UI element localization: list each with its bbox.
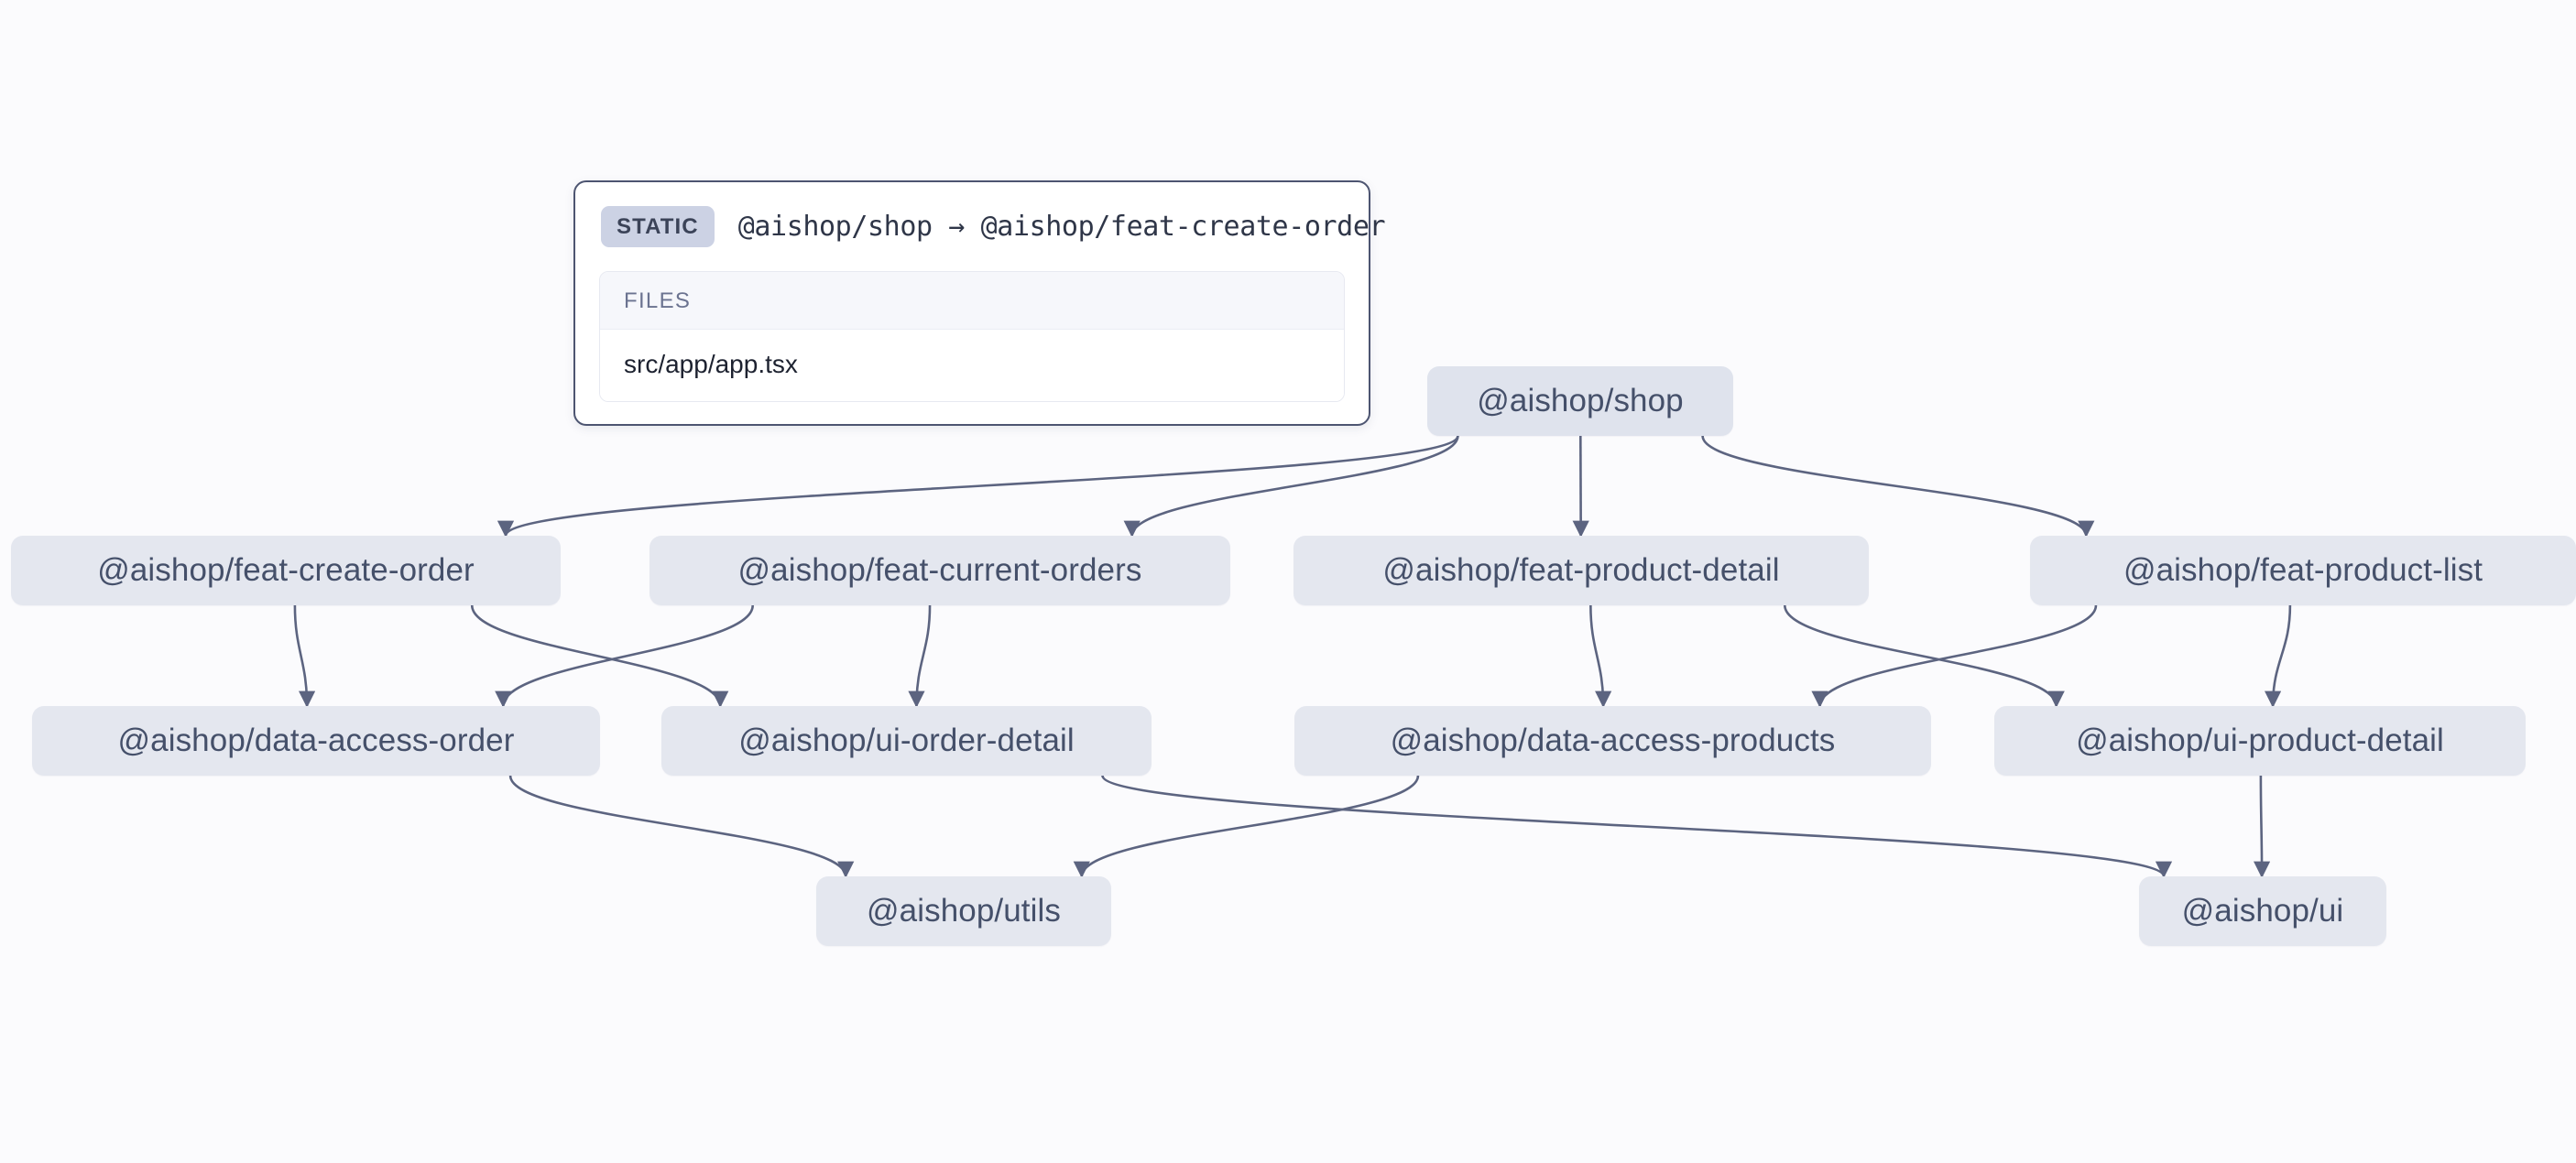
tooltip-title: @aishop/shop → @aishop/feat-create-order (737, 211, 1386, 243)
files-section-header: FILES (600, 272, 1344, 330)
files-list: src/app/app.tsx (600, 330, 1344, 401)
graph-node-label: @aishop/utils (867, 893, 1061, 929)
graph-edge-feat-product-list-to-ui-product-detail[interactable] (2265, 604, 2292, 708)
graph-node-ui[interactable]: @aishop/ui (2139, 876, 2386, 946)
graph-edge-feat-create-order-to-data-access-order[interactable] (293, 604, 316, 708)
graph-edge-shop-to-feat-product-list[interactable] (1701, 435, 2095, 538)
graph-node-data-access-order[interactable]: @aishop/data-access-order (32, 706, 600, 776)
graph-node-label: @aishop/data-access-products (1390, 723, 1836, 758)
graph-edge-feat-product-detail-to-ui-product-detail[interactable] (1784, 604, 2065, 708)
file-row[interactable]: src/app/app.tsx (600, 330, 1344, 401)
graph-node-ui-product-detail[interactable]: @aishop/ui-product-detail (1994, 706, 2526, 776)
tooltip-files-panel: FILES src/app/app.tsx (599, 271, 1345, 402)
graph-edge-feat-current-orders-to-data-access-order[interactable] (495, 604, 754, 708)
graph-edge-feat-product-list-to-data-access-products[interactable] (1811, 604, 2098, 708)
graph-node-feat-product-detail[interactable]: @aishop/feat-product-detail (1293, 536, 1869, 605)
graph-node-label: @aishop/feat-product-list (2123, 552, 2483, 588)
graph-node-label: @aishop/ui-order-detail (738, 723, 1075, 758)
graph-node-label: @aishop/feat-current-orders (737, 552, 1142, 588)
graph-node-feat-product-list[interactable]: @aishop/feat-product-list (2030, 536, 2576, 605)
static-badge: STATIC (601, 206, 715, 247)
graph-node-label: @aishop/ui-product-detail (2076, 723, 2444, 758)
graph-node-label: @aishop/feat-product-detail (1382, 552, 1780, 588)
graph-node-label: @aishop/data-access-order (117, 723, 515, 758)
edge-detail-tooltip[interactable]: STATIC @aishop/shop → @aishop/feat-creat… (573, 180, 1386, 426)
graph-node-label: @aishop/ui (2181, 893, 2344, 929)
graph-edge-ui-order-detail-to-ui[interactable] (1101, 775, 2172, 878)
graph-edge-ui-product-detail-to-ui[interactable] (2253, 775, 2271, 878)
graph-edge-data-access-order-to-utils[interactable] (508, 775, 855, 878)
graph-edge-data-access-products-to-utils[interactable] (1073, 775, 1420, 878)
graph-edge-feat-create-order-to-ui-order-detail[interactable] (470, 604, 729, 708)
graph-edge-shop-to-feat-create-order[interactable] (497, 435, 1459, 538)
graph-edge-feat-product-detail-to-data-access-products[interactable] (1589, 604, 1612, 708)
graph-edge-shop-to-feat-current-orders[interactable] (1123, 435, 1459, 538)
graph-node-feat-current-orders[interactable]: @aishop/feat-current-orders (649, 536, 1230, 605)
graph-edge-feat-current-orders-to-ui-order-detail[interactable] (908, 604, 932, 708)
graph-node-ui-order-detail[interactable]: @aishop/ui-order-detail (661, 706, 1152, 776)
graph-node-feat-create-order[interactable]: @aishop/feat-create-order (11, 536, 561, 605)
graph-node-shop[interactable]: @aishop/shop (1427, 366, 1733, 436)
graph-node-label: @aishop/feat-create-order (97, 552, 475, 588)
graph-node-label: @aishop/shop (1477, 383, 1684, 418)
tooltip-header: STATIC @aishop/shop → @aishop/feat-creat… (599, 202, 1386, 253)
graph-node-utils[interactable]: @aishop/utils (816, 876, 1111, 946)
graph-node-data-access-products[interactable]: @aishop/data-access-products (1294, 706, 1931, 776)
